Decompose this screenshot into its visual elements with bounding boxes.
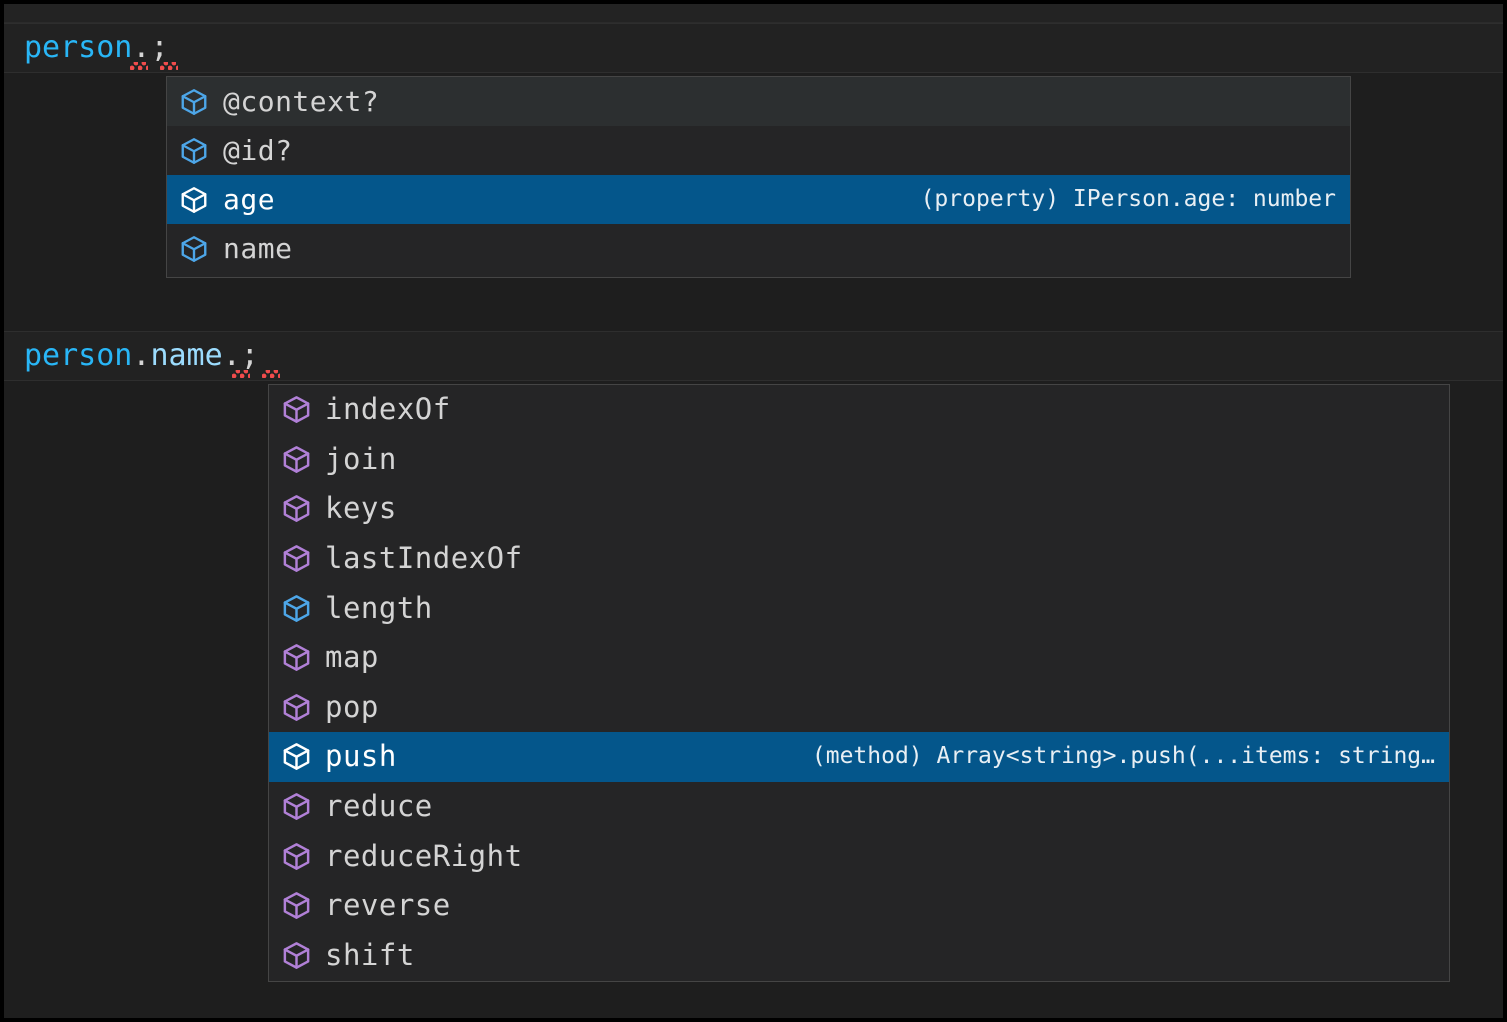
error-squiggle: [232, 370, 250, 378]
suggestion-list[interactable]: indexOf join keys lastIndexOf length map pop pu…: [269, 385, 1449, 981]
suggestion-item-name[interactable]: name: [167, 224, 1350, 273]
property-cube-icon: [177, 232, 211, 266]
suggestion-item-reverse[interactable]: reverse: [269, 880, 1449, 931]
suggestion-item-push[interactable]: push (method) Array<string>.push(...items…: [269, 732, 1449, 782]
suggestion-item-label: @id?: [223, 133, 293, 167]
suggestion-item-detail: (method) Array<string>.push(...items: st…: [811, 745, 1435, 769]
method-cube-icon: [279, 442, 313, 476]
code-line-person-name[interactable]: person.name.;: [4, 331, 1503, 381]
suggest-widget-person[interactable]: @context? @id? age (property) IPerson.age: …: [166, 76, 1351, 278]
suggestion-item-join[interactable]: join: [269, 434, 1449, 485]
suggestion-item-label: join: [325, 441, 397, 476]
suggestion-item-label: @context?: [223, 84, 380, 118]
suggestion-item-length[interactable]: length: [269, 583, 1449, 633]
error-squiggle: [130, 62, 148, 70]
suggestion-item-label: reduceRight: [325, 838, 523, 873]
code-token-semicolon: ;: [240, 338, 259, 373]
suggestion-item-label: pop: [325, 689, 379, 724]
suggestion-item--context-[interactable]: @context?: [167, 77, 1350, 126]
suggestion-item-keys[interactable]: keys: [269, 484, 1449, 534]
property-cube-icon: [177, 85, 211, 119]
method-cube-icon: [279, 393, 313, 427]
method-cube-icon: [279, 641, 313, 675]
suggestion-item-map[interactable]: map: [269, 632, 1449, 683]
property-cube-icon: [177, 183, 211, 217]
suggestion-item-label: reverse: [325, 888, 451, 923]
suggestion-item-indexof[interactable]: indexOf: [269, 385, 1449, 435]
suggestion-item-age[interactable]: age (property) IPerson.age: number: [167, 175, 1350, 224]
code-token-variable: person: [24, 30, 133, 65]
suggestion-item-label: age: [223, 182, 276, 216]
suggestion-item-label: length: [325, 590, 433, 625]
property-cube-icon: [177, 134, 211, 168]
suggestion-item-label: indexOf: [325, 392, 451, 427]
suggestion-item-detail: (property) IPerson.age: number: [920, 188, 1336, 211]
property-cube-icon: [279, 591, 313, 625]
suggestion-item-label: name: [223, 231, 293, 265]
suggestion-item-lastindexof[interactable]: lastIndexOf: [269, 533, 1449, 584]
suggestion-item-label: map: [325, 640, 379, 675]
suggestion-item--id-[interactable]: @id?: [167, 126, 1350, 175]
method-cube-icon: [279, 889, 313, 923]
code-token-semicolon: ;: [150, 30, 169, 65]
editor-top-strip: [4, 4, 1503, 23]
method-cube-icon: [279, 690, 313, 724]
method-cube-icon: [279, 740, 313, 774]
code-token-dot: .: [132, 30, 151, 65]
suggestion-item-label: push: [325, 739, 397, 774]
suggestion-item-reduce[interactable]: reduce: [269, 781, 1449, 832]
code-line-person[interactable]: person.;: [4, 23, 1503, 73]
method-cube-icon: [279, 938, 313, 972]
error-squiggle: [160, 62, 178, 70]
suggestion-item-shift[interactable]: shift: [269, 930, 1449, 981]
suggestion-item-label: shift: [325, 937, 415, 972]
code-token-dot: .: [222, 338, 241, 373]
method-cube-icon: [279, 542, 313, 576]
method-cube-icon: [279, 839, 313, 873]
suggestion-list[interactable]: @context? @id? age (property) IPerson.age: …: [167, 77, 1350, 273]
code-token-variable: person: [24, 338, 133, 373]
method-cube-icon: [279, 492, 313, 526]
suggestion-item-label: keys: [325, 491, 397, 526]
code-token-property: name: [150, 338, 223, 373]
error-squiggle: [262, 370, 280, 378]
suggestion-item-label: lastIndexOf: [325, 541, 523, 576]
method-cube-icon: [279, 790, 313, 824]
suggestion-item-label: reduce: [325, 789, 433, 824]
suggestion-item-pop[interactable]: pop: [269, 682, 1449, 733]
code-token-dot: .: [132, 338, 151, 373]
suggest-widget-person-name[interactable]: indexOf join keys lastIndexOf length map pop pu…: [268, 384, 1450, 982]
suggestion-item-reduceright[interactable]: reduceRight: [269, 831, 1449, 881]
